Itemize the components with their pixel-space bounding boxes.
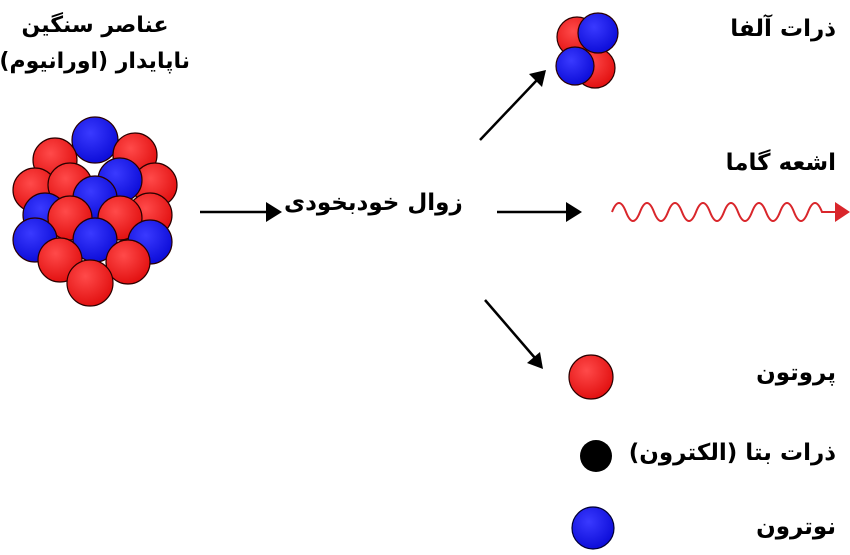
- uranium-nucleus: [12, 116, 178, 307]
- alpha-arrow: [479, 70, 546, 141]
- proton-icon: [568, 354, 614, 400]
- proton-label: پروتون: [756, 360, 836, 386]
- neutron-icon: [571, 506, 615, 550]
- source-title-line1: عناصر سنگین: [21, 13, 169, 38]
- gamma-arrow: [497, 202, 582, 222]
- gamma-wave-icon: [611, 202, 850, 222]
- electron-icon: [580, 440, 612, 472]
- neutron-label: نوترون: [756, 514, 836, 540]
- process-label: زوال خودبخودی: [284, 190, 463, 216]
- decay-arrow: [200, 202, 282, 222]
- source-title: عناصر سنگین ناپایدار (اورانیوم): [0, 8, 190, 80]
- particles-arrow: [484, 299, 543, 369]
- alpha-particle-icon: [555, 12, 619, 89]
- beta-label: ذرات بتا (الکترون): [628, 440, 836, 466]
- gamma-label: اشعه گاما: [725, 150, 836, 176]
- source-title-line2: ناپایدار (اورانیوم): [0, 49, 190, 74]
- alpha-label: ذرات آلفا: [730, 16, 836, 42]
